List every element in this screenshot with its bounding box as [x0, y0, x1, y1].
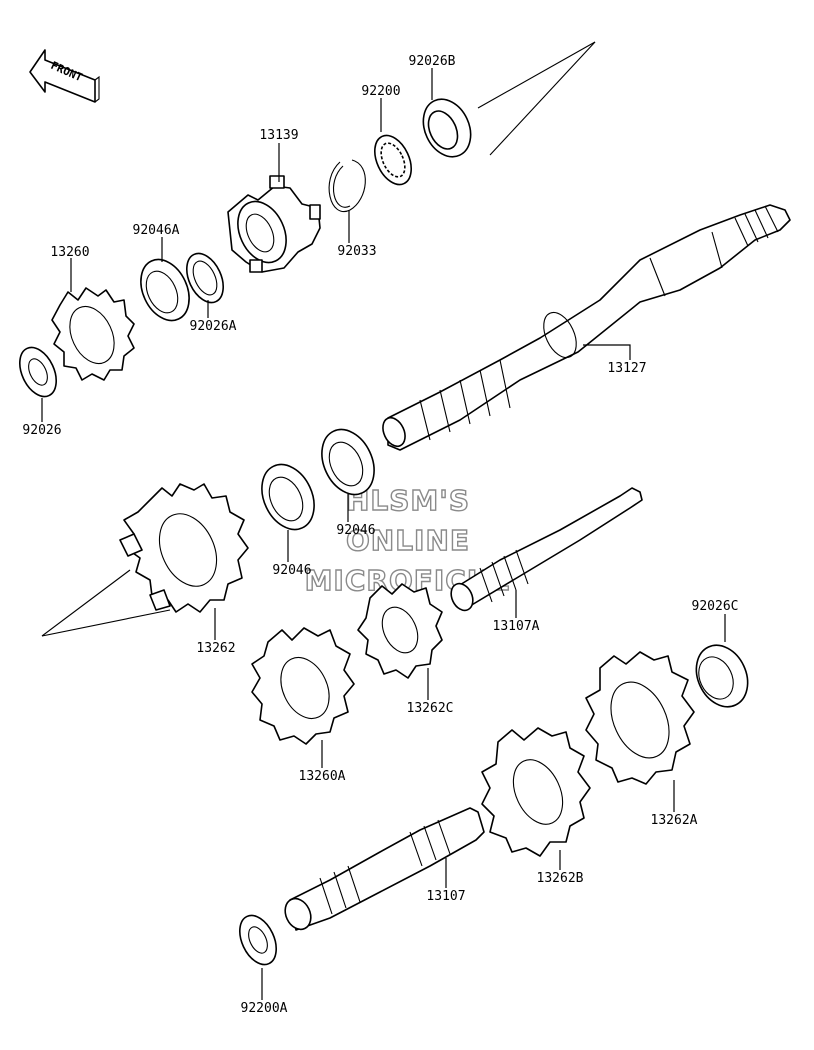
label-92026: 92026: [22, 423, 61, 438]
part-92046-bearing-lower: [261, 463, 315, 531]
part-92033-circlip: [328, 159, 366, 213]
part-13262A-gear: [585, 651, 695, 785]
part-13260A-gear: [251, 627, 355, 745]
label-92046A: 92046A: [133, 223, 180, 238]
label-13139: 13139: [259, 128, 298, 143]
label-13107A: 13107A: [493, 619, 540, 634]
part-92200A-washer: [239, 914, 277, 966]
label-13260: 13260: [50, 245, 89, 260]
part-13260-gear: [51, 287, 135, 381]
label-13262A: 13262A: [651, 813, 698, 828]
label-92026C: 92026C: [692, 599, 739, 614]
part-labels: 92026B 92200 13139 92046A 92033 13260 92…: [22, 54, 738, 1016]
part-13139-dog-gear: [227, 175, 321, 273]
label-13127: 13127: [607, 361, 646, 376]
label-13107: 13107: [426, 889, 465, 904]
part-92026C-bush: [695, 644, 749, 708]
watermark-line-2: ONLINE: [346, 524, 470, 557]
label-13260A: 13260A: [299, 769, 346, 784]
label-13262B: 13262B: [537, 871, 584, 886]
label-92026B: 92026B: [409, 54, 456, 69]
part-92046-bearing-upper: [321, 428, 375, 496]
label-13262: 13262: [196, 641, 235, 656]
label-92046-lower: 92046: [272, 563, 311, 578]
label-92200: 92200: [361, 84, 400, 99]
label-92033: 92033: [337, 244, 376, 259]
part-92046A-bearing: [140, 258, 190, 322]
part-92026A-washer: [186, 252, 224, 304]
label-13262C: 13262C: [407, 701, 454, 716]
label-92046-upper: 92046: [336, 523, 375, 538]
part-92026-washer: [19, 346, 57, 398]
part-13107-shaft: [284, 807, 485, 931]
part-13127-shaft: [382, 204, 791, 451]
part-13262C-gear: [357, 583, 443, 679]
part-13262B-gear: [481, 727, 591, 857]
label-92200A: 92200A: [241, 1001, 288, 1016]
part-13262-gear: [41, 483, 249, 637]
part-13107A-shaft: [450, 487, 643, 612]
label-92026A: 92026A: [190, 319, 237, 334]
front-arrow-icon: FRONT: [29, 49, 100, 103]
leader-lines: [41, 68, 726, 1000]
part-92200-washer: [374, 134, 412, 186]
part-92026B-seal: [422, 41, 596, 158]
